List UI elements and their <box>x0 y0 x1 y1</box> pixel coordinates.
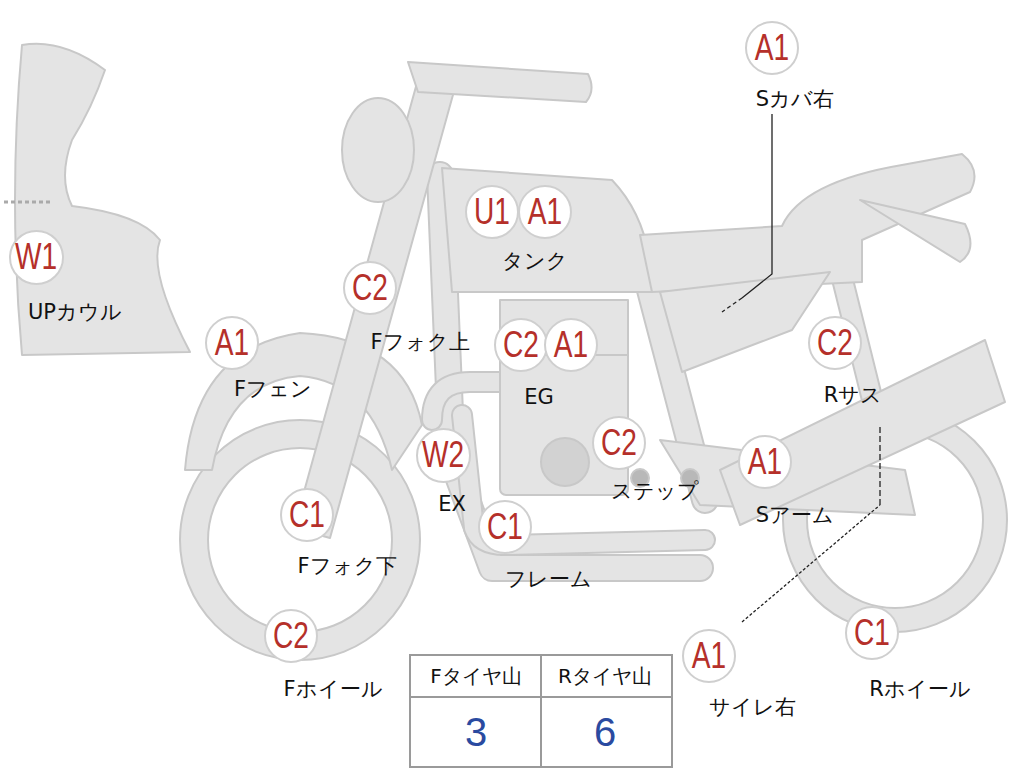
grade-code: W1 <box>15 239 57 275</box>
grade-code: C1 <box>854 615 890 651</box>
illustration-part <box>294 62 1005 538</box>
grade-code: A1 <box>755 30 789 66</box>
part-name: タンク <box>502 250 568 273</box>
grade-code: C2 <box>352 270 388 306</box>
grade-code: C2 <box>503 327 539 363</box>
grade-circle: C2 <box>343 261 397 315</box>
tire-table <box>410 655 672 767</box>
grade-circle: C1 <box>845 606 899 660</box>
grade-circle: C2 <box>592 416 646 470</box>
part-name: サイレ右 <box>709 696 796 719</box>
leader-line <box>742 505 880 622</box>
engine-cover <box>541 438 589 486</box>
grade-code: A1 <box>528 194 562 230</box>
grade-circle: A1 <box>518 185 572 239</box>
table-header: Fタイヤ山 <box>430 665 522 687</box>
part-name: EX <box>438 493 466 516</box>
part-name: EG <box>524 386 554 409</box>
grade-code: A1 <box>215 325 249 361</box>
grade-circle: W2 <box>416 428 471 483</box>
headlight <box>342 98 414 202</box>
upper-cowl <box>15 44 190 355</box>
table-value: 3 <box>465 710 487 754</box>
grade-circle: A1 <box>544 318 598 372</box>
part-name: Sカバ右 <box>756 88 834 111</box>
part-name: フレーム <box>505 568 592 591</box>
side-cover <box>660 272 830 372</box>
part-name: Sアーム <box>756 504 834 527</box>
grade-circle: C2 <box>264 609 318 663</box>
grade-code: A1 <box>748 444 782 480</box>
leader-line <box>879 425 880 505</box>
table-header: Rタイヤ山 <box>558 665 652 687</box>
grade-circle: C2 <box>494 318 548 372</box>
part-name: Fフォク上 <box>370 331 469 354</box>
grade-code: C2 <box>817 325 853 361</box>
grade-code: C2 <box>601 425 637 461</box>
grade-code: U1 <box>474 194 510 230</box>
illustration-part <box>15 44 1007 660</box>
grade-circle: A1 <box>205 316 259 370</box>
grade-circle: A1 <box>682 629 736 683</box>
leader-line <box>742 114 772 298</box>
seat <box>640 154 975 292</box>
leader-line <box>722 298 742 312</box>
grade-circle: W1 <box>9 230 64 285</box>
grade-circle: A1 <box>738 435 792 489</box>
handlebar <box>408 62 592 102</box>
front-wheel-inner <box>208 448 392 632</box>
grade-circle: C1 <box>280 488 334 542</box>
table-rule <box>540 655 542 767</box>
grade-code: A1 <box>692 638 726 674</box>
part-name: Fフォク下 <box>297 555 396 578</box>
grade-circle: C2 <box>808 316 862 370</box>
grade-code: C2 <box>273 618 309 654</box>
part-name: Fフェン <box>234 378 312 401</box>
illustration-part <box>722 114 880 622</box>
grade-code: C1 <box>289 497 325 533</box>
cowl-dotted-line <box>4 201 52 204</box>
tank <box>442 168 652 292</box>
part-name: Rサス <box>824 384 883 407</box>
grade-circle: A1 <box>745 21 799 75</box>
grade-code: A1 <box>554 327 588 363</box>
part-name: UPカウル <box>28 301 122 324</box>
silencer <box>720 340 1005 525</box>
grade-circle: C1 <box>478 500 532 554</box>
part-name: Fホイール <box>283 678 382 701</box>
table-value: 6 <box>594 710 616 754</box>
grade-code: W2 <box>422 437 464 473</box>
part-name: Rホイール <box>869 678 971 701</box>
grade-circle: U1 <box>465 185 519 239</box>
table-frame <box>410 655 672 767</box>
part-name: ステップ <box>611 480 699 503</box>
grade-code: C1 <box>487 509 523 545</box>
tail-cowl <box>860 200 970 262</box>
